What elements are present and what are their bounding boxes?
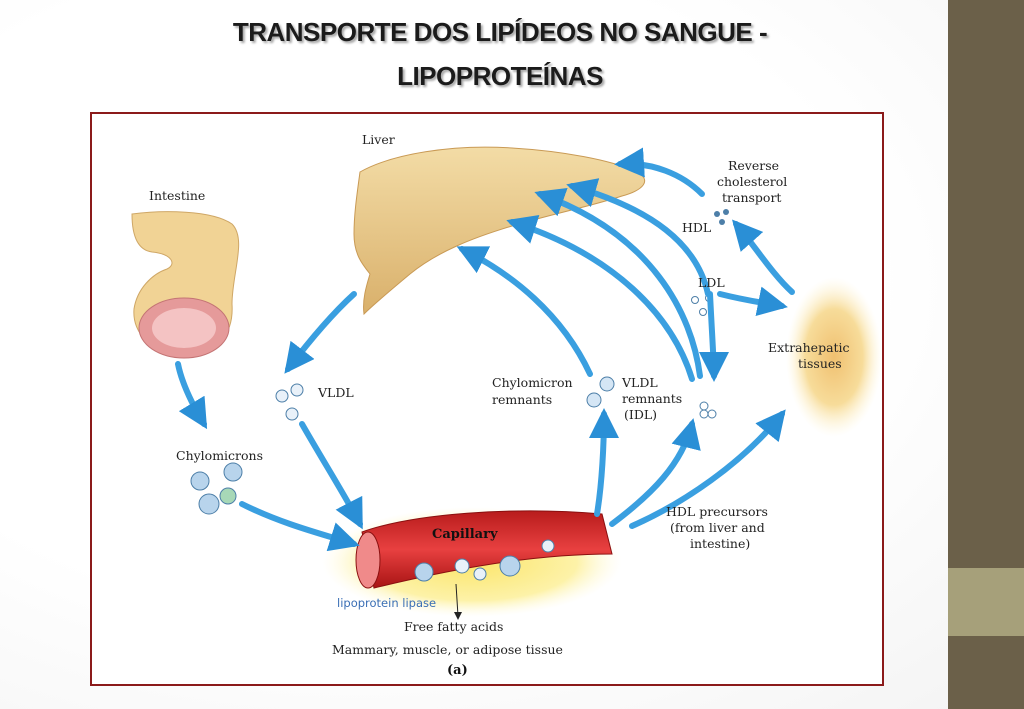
vldl-remnants-label-3: (IDL)	[624, 407, 657, 422]
vldl-remnants-label-2: remnants	[622, 391, 682, 406]
lipoprotein-lipase-label: lipoprotein lipase	[337, 596, 436, 610]
tissue-label: Mammary, muscle, or adipose tissue	[332, 642, 563, 657]
reverse-transport-label-1: Reverse	[728, 158, 779, 173]
title-line-2: LIPOPROTEÍNAS	[397, 61, 603, 91]
chylomicron-remnants-label-1: Chylomicron	[492, 375, 573, 390]
extrahepatic-tissue-shape	[786, 277, 882, 437]
title-line-1: TRANSPORTE DOS LIPÍDEOS NO SANGUE -	[232, 17, 768, 47]
chylomicron-particles	[190, 462, 243, 515]
lipoprotein-diagram: Liver Intestine VLDL Chylomicrons Chylom…	[131, 132, 882, 678]
vldl-remnants-label-1: VLDL	[621, 375, 658, 390]
liver-label: Liver	[362, 132, 395, 147]
slide-title: TRANSPORTE DOS LIPÍDEOS NO SANGUE - LIPO…	[120, 10, 880, 98]
capillary-label: Capillary	[432, 527, 498, 542]
vldl-label: VLDL	[317, 385, 354, 400]
reverse-transport-label-2: cholesterol	[717, 174, 787, 189]
chylomicron-remnants-label-2: remnants	[492, 392, 552, 407]
hdl-label: HDL	[682, 220, 711, 235]
vldl-particles	[275, 383, 304, 421]
liver-shape	[353, 146, 646, 316]
flow-arrows	[175, 147, 795, 552]
extrahepatic-label-2: tissues	[798, 356, 842, 371]
hdl-precursors-label-2: (from liver and	[670, 520, 765, 535]
hdl-precursors-label-3: intestine)	[690, 536, 750, 551]
reverse-transport-label-3: transport	[722, 190, 781, 205]
free-fatty-acids-label: Free fatty acids	[404, 619, 503, 634]
extrahepatic-label-1: Extrahepatic	[768, 340, 850, 355]
panel-label: (a)	[447, 663, 468, 678]
sidebar-accent-block	[948, 568, 1024, 636]
ldl-label: LDL	[698, 275, 725, 290]
diagram-frame: Liver Intestine VLDL Chylomicrons Chylom…	[90, 112, 884, 686]
chylomicrons-label: Chylomicrons	[176, 448, 263, 463]
hdl-precursors-label-1: HDL precursors	[666, 504, 768, 519]
intestine-label: Intestine	[149, 188, 205, 203]
